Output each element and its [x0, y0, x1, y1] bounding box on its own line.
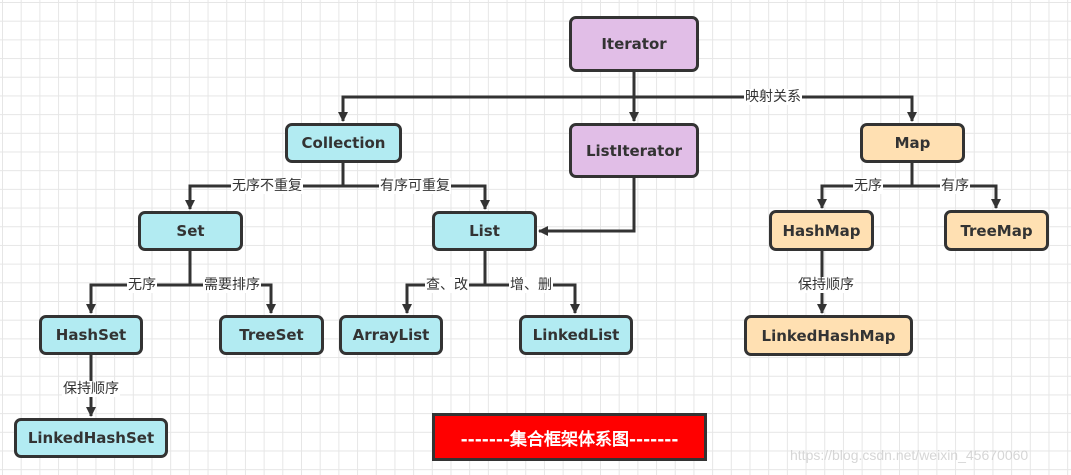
watermark-text: https://blog.csdn.net/weixin_45670060 — [790, 447, 1029, 463]
node-linked-hash-map[interactable]: LinkedHashMap — [744, 315, 913, 356]
edge-label-list-add-delete: 增、删 — [509, 277, 553, 293]
node-tree-set[interactable]: TreeSet — [219, 315, 324, 355]
edge-iterator-map — [634, 95, 917, 122]
node-hash-set[interactable]: HashSet — [39, 315, 143, 355]
edge-label-ordered-repeatable: 有序可重复 — [379, 178, 451, 194]
node-list-iterator[interactable]: ListIterator — [569, 123, 699, 178]
node-iterator[interactable]: Iterator — [569, 16, 699, 72]
edge-label-unordered-unique: 无序不重复 — [231, 178, 303, 194]
node-hash-map[interactable]: HashMap — [769, 210, 874, 251]
node-map[interactable]: Map — [860, 123, 965, 163]
edge-label-mapping-relation: 映射关系 — [744, 89, 802, 105]
node-linked-hash-set[interactable]: LinkedHashSet — [14, 418, 168, 458]
edge-label-hashmap-keep-order: 保持顺序 — [797, 277, 855, 293]
node-linked-list[interactable]: LinkedList — [519, 315, 633, 355]
edge-listiterator-list — [538, 178, 636, 236]
edge-iterator-collection — [338, 95, 634, 122]
node-tree-map[interactable]: TreeMap — [944, 210, 1049, 251]
edge-label-map-ordered: 有序 — [940, 178, 970, 194]
edge-label-list-query-modify: 查、改 — [425, 277, 469, 293]
edge-label-set-needs-sorting: 需要排序 — [203, 277, 261, 293]
edge-label-map-unordered: 无序 — [853, 178, 883, 194]
node-collection[interactable]: Collection — [285, 123, 402, 163]
edge-label-set-unordered: 无序 — [127, 277, 157, 293]
diagram-title: -------集合框架体系图------- — [432, 413, 707, 461]
node-array-list[interactable]: ArrayList — [339, 315, 443, 355]
node-set[interactable]: Set — [138, 211, 243, 251]
edge-label-hashset-keep-order: 保持顺序 — [62, 381, 120, 397]
node-list[interactable]: List — [432, 211, 537, 251]
